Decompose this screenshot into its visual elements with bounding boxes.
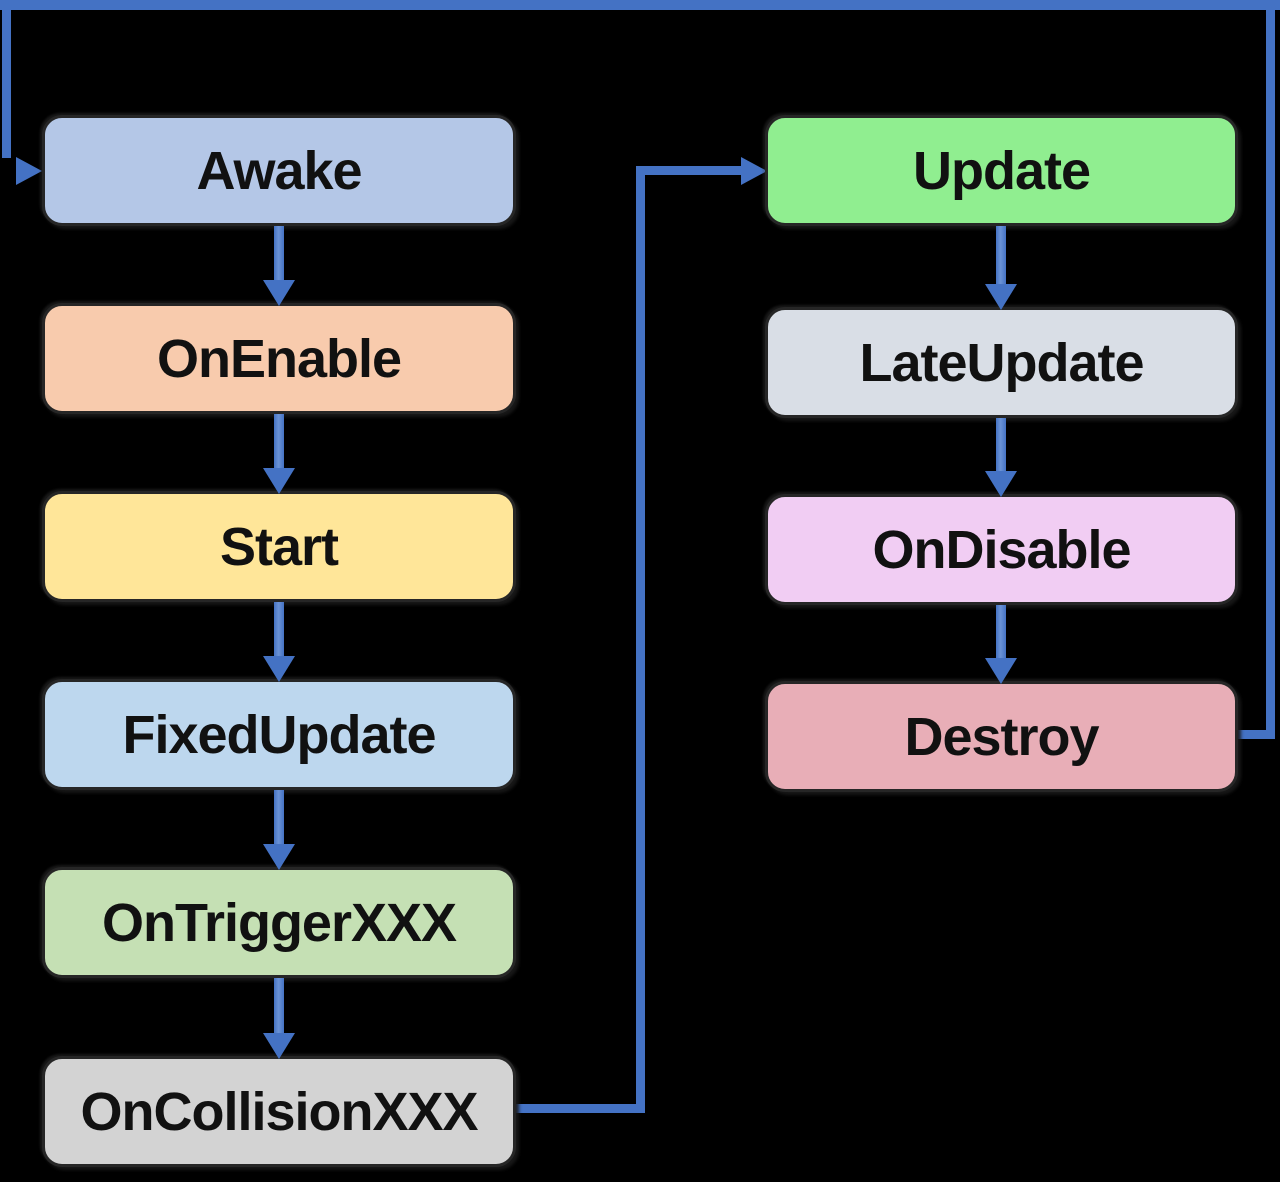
arrow-lateupdate-to-ondisable-icon	[985, 418, 1017, 497]
node-oncollisionxxx: OnCollisionXXX	[42, 1056, 516, 1167]
node-ondisable: OnDisable	[765, 494, 1238, 605]
arrow-ondisable-to-destroy-icon	[985, 605, 1017, 684]
node-lateupdate: LateUpdate	[765, 307, 1238, 418]
arrow-start-to-fixedupdate-icon	[263, 602, 295, 682]
node-awake: Awake	[42, 115, 516, 226]
arrowhead-into-update-icon	[741, 157, 767, 185]
node-update: Update	[765, 115, 1238, 226]
node-fixedupdate: FixedUpdate	[42, 679, 516, 790]
node-start: Start	[42, 491, 516, 602]
edge-oncollision-update-segment	[636, 166, 645, 1113]
edge-destroy-awake-segment	[2, 0, 11, 158]
edge-destroy-awake-segment	[1266, 0, 1275, 739]
edge-oncollision-update-segment	[636, 166, 743, 175]
node-destroy: Destroy	[765, 681, 1238, 792]
edge-destroy-awake-segment	[1236, 730, 1275, 739]
arrow-update-to-lateupdate-icon	[985, 226, 1017, 310]
edge-oncollision-update-segment	[514, 1104, 645, 1113]
node-ontriggerxxx: OnTriggerXXX	[42, 867, 516, 978]
edge-destroy-awake-segment	[0, 0, 1280, 10]
arrow-awake-to-onenable-icon	[263, 226, 295, 306]
arrow-onenable-to-start-icon	[263, 414, 295, 494]
node-onenable: OnEnable	[42, 303, 516, 414]
arrow-fixedupdate-to-ontrigger-icon	[263, 790, 295, 870]
arrow-ontrigger-to-oncollision-icon	[263, 978, 295, 1059]
arrowhead-into-awake-icon	[16, 157, 42, 185]
